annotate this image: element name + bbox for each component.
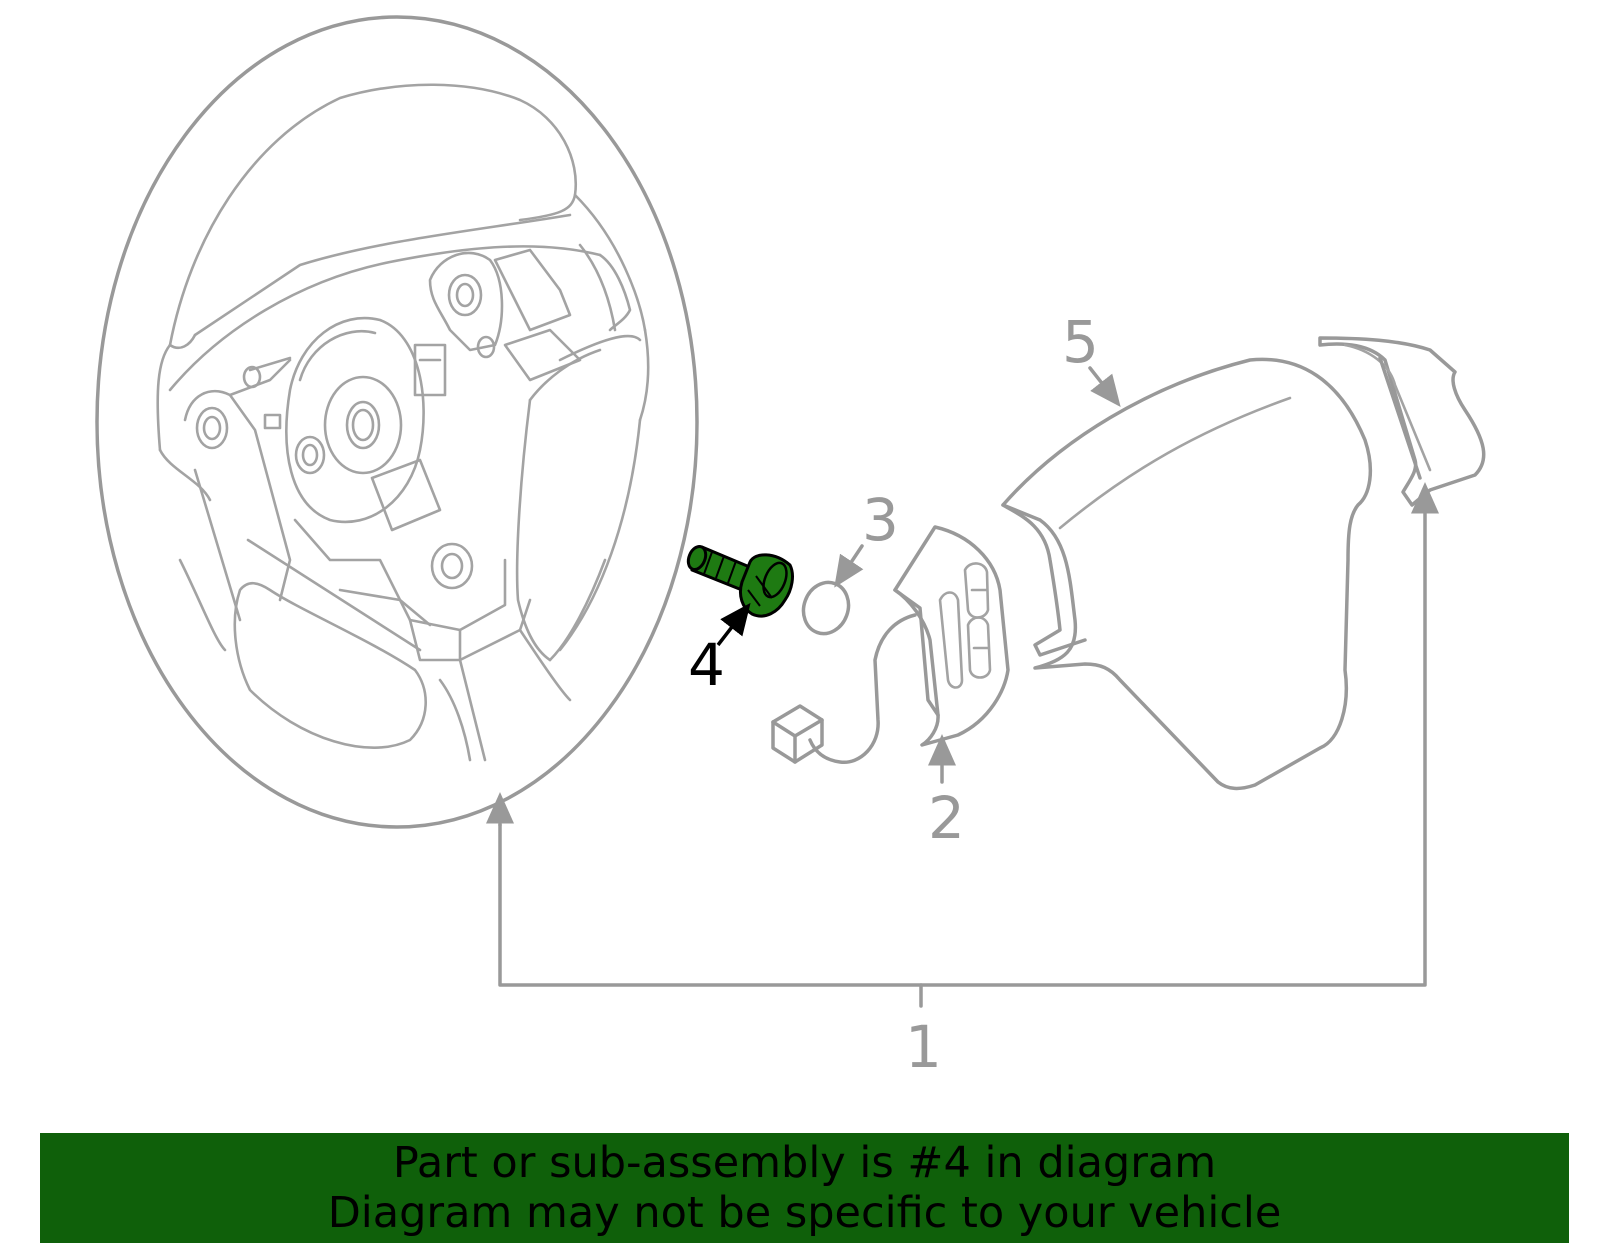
info-banner: Part or sub-assembly is #4 in diagram Di… xyxy=(40,1133,1569,1243)
banner-line-2: Diagram may not be specific to your vehi… xyxy=(327,1188,1282,1238)
callout-5: 5 xyxy=(1062,308,1099,376)
leader-lines xyxy=(486,366,1439,1008)
cover-part-5[interactable] xyxy=(1001,336,1486,791)
steering-wheel xyxy=(95,15,699,829)
callout-1: 1 xyxy=(905,1013,942,1081)
callout-3: 3 xyxy=(862,486,899,554)
washer-part-3[interactable] xyxy=(796,576,855,640)
switch-part-2[interactable] xyxy=(771,525,1010,764)
bolt-part-4[interactable] xyxy=(685,544,794,618)
banner-line-1: Part or sub-assembly is #4 in diagram xyxy=(392,1138,1217,1188)
callout-4: 4 xyxy=(688,631,725,699)
callout-2: 2 xyxy=(928,784,965,852)
